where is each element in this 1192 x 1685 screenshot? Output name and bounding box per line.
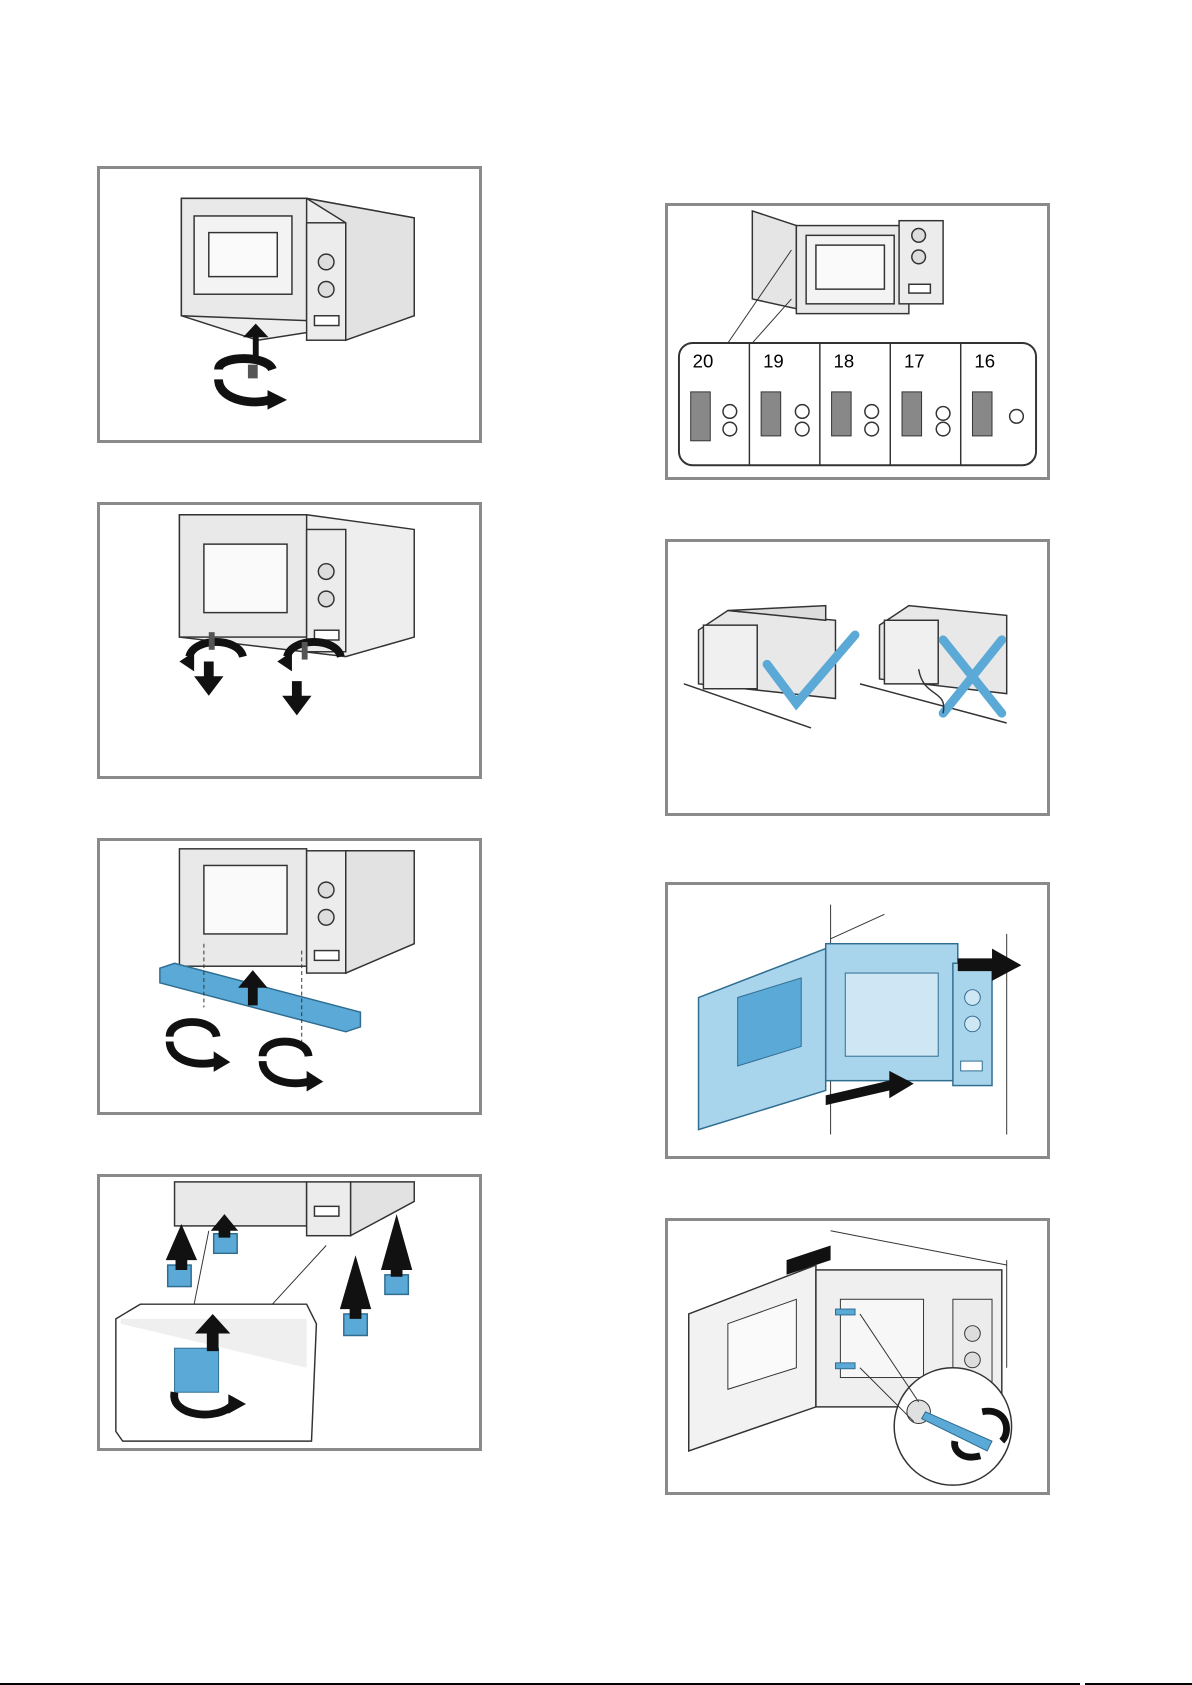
step-panel-fasten-screws (665, 1218, 1050, 1495)
step-panel-remove-screws (97, 502, 482, 779)
step-panel-cable-routing (665, 539, 1050, 816)
spacer-label-20: 20 (693, 350, 714, 371)
spacer-label-19: 19 (763, 350, 784, 371)
spacer-label-16: 16 (974, 350, 995, 371)
microwave-illustration (100, 169, 479, 440)
step-panel-spacer-settings: 20 19 18 17 16 (665, 203, 1050, 480)
rotate-arrow-icon (170, 1022, 312, 1083)
step-panel-adjust-height (97, 166, 482, 443)
spacer-label-17: 17 (904, 350, 925, 371)
step-panel-attach-rail (97, 838, 482, 1115)
spacer-label-18: 18 (834, 350, 855, 371)
step-panel-adjust-feet (97, 1174, 482, 1451)
step-panel-insert-appliance (665, 882, 1050, 1159)
